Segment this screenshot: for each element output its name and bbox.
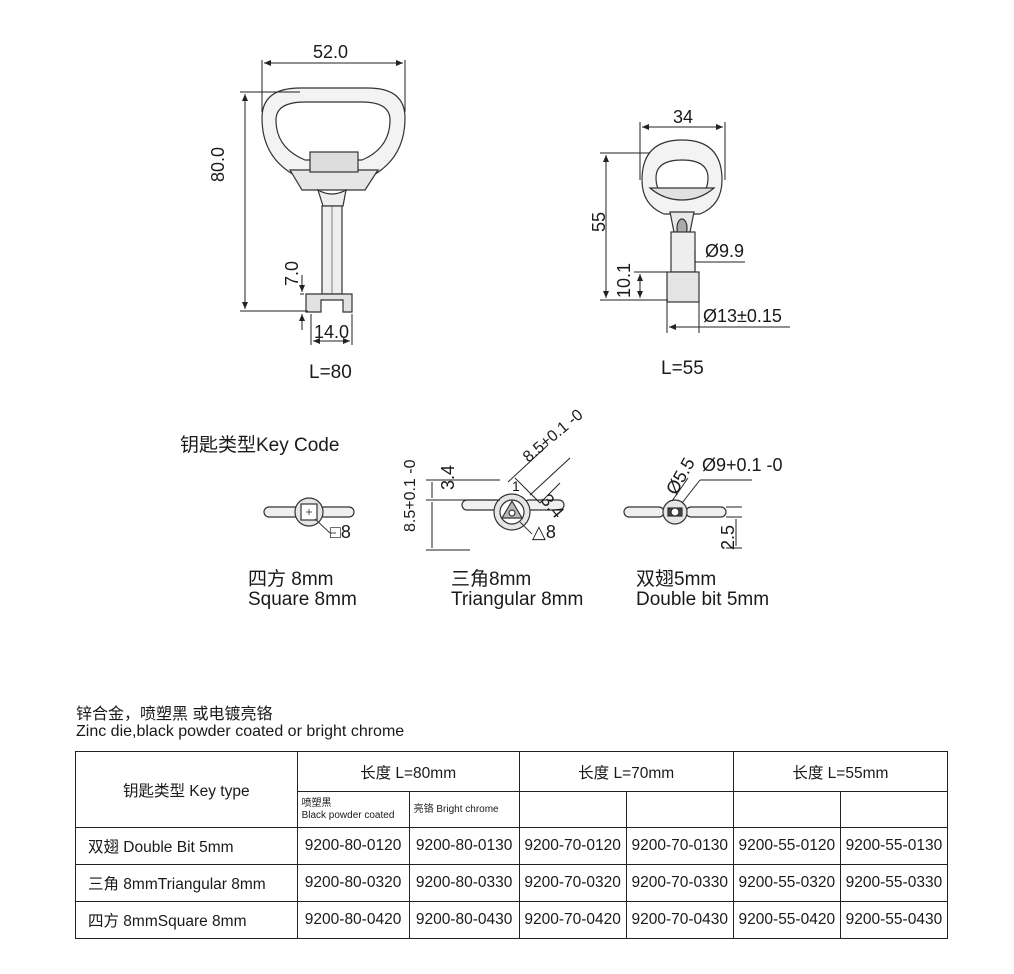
- table-row: 四方 8mmSquare 8mm 9200-80-0420 9200-80-04…: [75, 901, 949, 939]
- triangular-dim-c: 1: [512, 478, 520, 494]
- part-code-cell: 9200-70-0320: [518, 864, 627, 902]
- table-row: 双翅 Double Bit 5mm 9200-80-0120 9200-80-0…: [75, 827, 949, 865]
- part-code-cell: 9200-80-0320: [296, 864, 410, 902]
- group-header-70: 长度 L=70mm: [518, 751, 734, 792]
- part-code-cell: 9200-55-0430: [839, 901, 949, 939]
- key-55-caption: L=55: [661, 358, 704, 379]
- key-80-drawing: [261, 87, 406, 313]
- key-80-bit-dim: 7.0: [282, 260, 302, 286]
- part-number-table: 钥匙类型 Key type 长度 L=80mm 长度 L=70mm 长度 L=5…: [75, 751, 949, 939]
- square-label-en: Square 8mm: [248, 589, 357, 610]
- table-subheader-row: 喷塑黑 Black powder coated 亮铬 Bright chrome: [76, 791, 949, 828]
- triangular-dim-left: 8.5+0.1 -0: [402, 459, 419, 533]
- part-code-cell: 9200-70-0330: [625, 864, 734, 902]
- double-bit-profile-dimensions: [671, 477, 752, 549]
- material-note-en: Zinc die,black powder coated or bright c…: [76, 723, 405, 740]
- triangular-dim-tri: △8: [532, 522, 556, 542]
- key-55-dimensions: [600, 122, 790, 333]
- row-key-type: 双翅 Double Bit 5mm: [75, 827, 298, 865]
- key-55-shank-dim: Ø9.9: [705, 241, 745, 261]
- key-55-height-dim: 55: [589, 211, 609, 232]
- table-header-row: 钥匙类型 Key type 长度 L=80mm 长度 L=70mm 长度 L=5…: [75, 751, 949, 828]
- part-code-cell: 9200-80-0420: [296, 901, 410, 939]
- double-bit-label-en: Double bit 5mm: [636, 589, 770, 610]
- double-bit-label-cn: 双翅5mm: [636, 569, 717, 590]
- key-55-width-dim: 34: [673, 107, 694, 127]
- row-key-type: 三角 8mmTriangular 8mm: [75, 864, 298, 902]
- part-code-cell: 9200-70-0120: [518, 827, 627, 865]
- triangular-label-cn: 三角8mm: [451, 569, 532, 590]
- subheader-empty: [732, 791, 841, 828]
- square-label-cn: 四方 8mm: [248, 569, 334, 590]
- part-code-cell: 9200-80-0330: [408, 864, 520, 902]
- double-bit-height-dim: 2.5: [718, 524, 738, 550]
- part-code-cell: 9200-70-0430: [625, 901, 734, 939]
- subheader-empty: [518, 791, 627, 828]
- double-bit-bore-dim: Ø9+0.1 -0: [702, 455, 783, 475]
- group-header-80: 长度 L=80mm: [296, 751, 520, 792]
- part-code-cell: 9200-55-0320: [732, 864, 841, 902]
- triangular-dim-a: 3.4: [438, 464, 458, 490]
- part-code-cell: 9200-55-0420: [732, 901, 841, 939]
- part-code-cell: 9200-80-0120: [296, 827, 410, 865]
- key-type-header: 钥匙类型 Key type: [75, 751, 298, 828]
- part-code-cell: 9200-80-0430: [408, 901, 520, 939]
- material-note-cn: 锌合金，喷塑黑 或电镀亮铬: [76, 706, 273, 723]
- triangular-label-en: Triangular 8mm: [451, 589, 584, 610]
- row-key-type: 四方 8mmSquare 8mm: [75, 901, 298, 939]
- square-dim-label: □8: [330, 522, 351, 542]
- key-80-width-dim: 52.0: [313, 42, 349, 62]
- part-code-cell: 9200-55-0330: [839, 864, 949, 902]
- triangular-profile-drawing: [461, 493, 565, 535]
- double-bit-profile-drawing: [623, 499, 727, 525]
- part-code-cell: 9200-55-0130: [839, 827, 949, 865]
- subheader-black-cn: 喷塑黑: [301, 797, 332, 809]
- key-80-caption: L=80: [309, 362, 352, 383]
- table-row: 三角 8mmTriangular 8mm 9200-80-0320 9200-8…: [75, 864, 949, 902]
- group-header-55: 长度 L=55mm: [732, 751, 949, 792]
- technical-drawings: [240, 60, 790, 551]
- key-80-height-dim: 80.0: [208, 146, 228, 182]
- subheader-empty: [625, 791, 734, 828]
- part-code-cell: 9200-70-0130: [625, 827, 734, 865]
- key-80-foot-dim: 14.0: [314, 322, 350, 342]
- subheader-bright-chrome: 亮铬 Bright chrome: [408, 791, 520, 828]
- square-profile-drawing: [263, 497, 355, 534]
- key-code-title: 钥匙类型Key Code: [180, 435, 340, 456]
- part-code-cell: 9200-80-0130: [408, 827, 520, 865]
- part-code-cell: 9200-55-0120: [732, 827, 841, 865]
- key-55-base-dim: Ø13±0.15: [703, 306, 782, 326]
- subheader-empty: [839, 791, 949, 828]
- subheader-black-coated: 喷塑黑 Black powder coated: [296, 791, 410, 828]
- key-55-drawing: [641, 139, 723, 303]
- key-55-bit-length-dim: 10.1: [614, 262, 634, 298]
- subheader-black-en: Black powder coated: [301, 809, 395, 821]
- part-code-cell: 9200-70-0420: [518, 901, 627, 939]
- triangular-profile-dimensions: [426, 444, 571, 551]
- key-80-dimensions: [240, 60, 406, 345]
